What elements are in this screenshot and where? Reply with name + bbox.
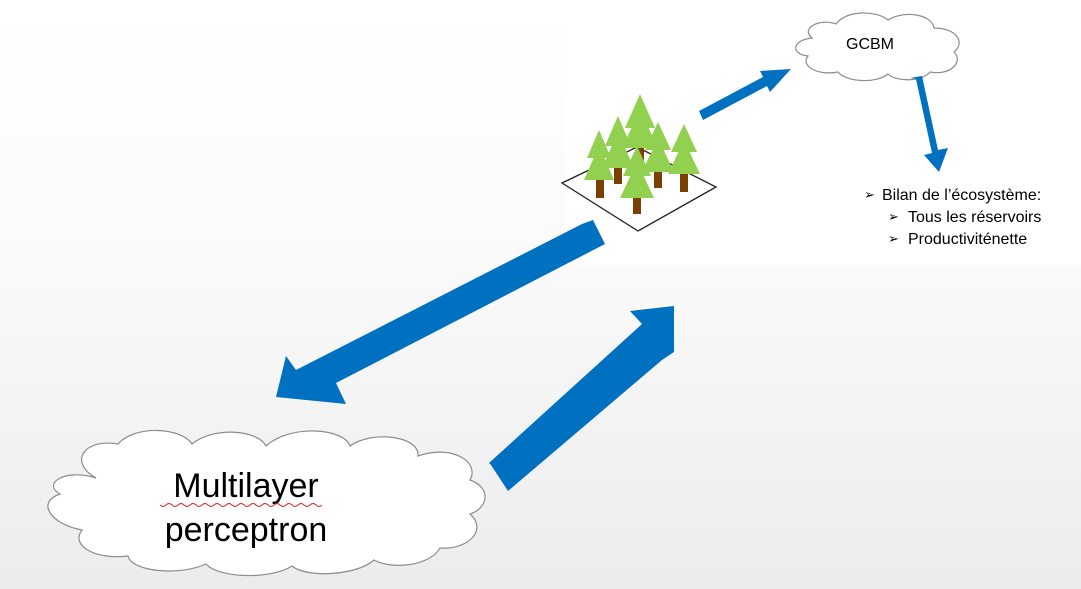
bullet-marker: ➢ [864, 187, 875, 202]
tree-icon [642, 122, 674, 188]
ecosystem-bullet-list: ➢ Bilan de l’écosystème: ➢ Tous les rése… [864, 187, 1041, 248]
arrow-perceptron-to-forest [489, 306, 674, 491]
bullet-marker: ➢ [888, 231, 899, 246]
tree-icon [584, 130, 614, 198]
cloud-icon [795, 12, 960, 82]
gcbm-cloud: GCBM [795, 12, 960, 82]
gcbm-label: GCBM [846, 36, 894, 53]
tree-icon [602, 116, 634, 184]
perceptron-cloud: Multilayer perceptron [47, 429, 486, 577]
tree-icon [668, 124, 700, 192]
bullet-sub-reservoirs: Tous les réservoirs [908, 209, 1041, 226]
bullet-marker: ➢ [888, 209, 899, 224]
arrow-gcbm-to-bullets [910, 76, 948, 172]
perceptron-label-line1: Multilayer [173, 467, 318, 505]
forest-plot-icon [560, 94, 718, 232]
bullet-sub-productivity: Productiviténette [908, 231, 1027, 248]
arrow-forest-to-gcbm [699, 69, 791, 120]
tree-icon [620, 146, 654, 214]
cloud-icon [47, 429, 486, 577]
arrow-forest-to-perceptron [276, 220, 605, 404]
bullet-main: Bilan de l’écosystème: [882, 187, 1041, 204]
spellcheck-underline [159, 503, 323, 507]
perceptron-label-line2: perceptron [165, 511, 328, 549]
